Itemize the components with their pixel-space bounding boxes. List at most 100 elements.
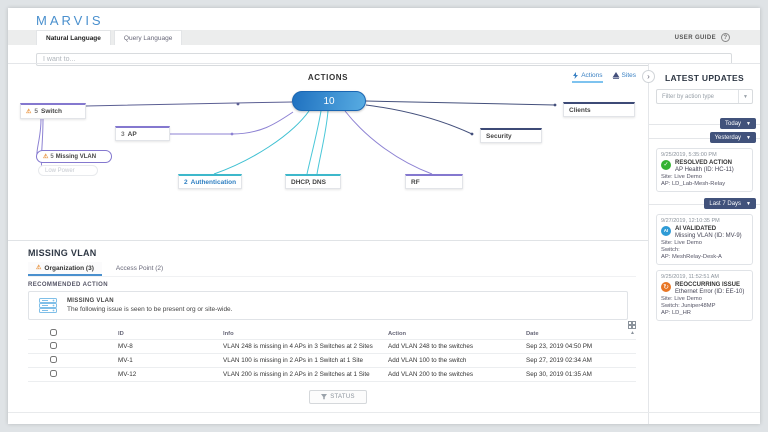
group-yesterday: Yesterday ▼ <box>649 132 760 143</box>
update-card-resolved[interactable]: 9/25/2019, 5:35:00 PM ✓ RESOLVED ACTION … <box>656 148 753 192</box>
tab-access-point[interactable]: Access Point (2) <box>108 262 171 276</box>
yesterday-label: Yesterday <box>714 134 742 141</box>
node-rf[interactable]: RF <box>405 174 463 189</box>
row-info: VLAN 200 is missing in 2 APs in 2 Switch… <box>223 371 370 378</box>
row-id: MV-12 <box>118 371 137 378</box>
toggle-sites-label: Sites <box>621 72 636 79</box>
tab-organization-label: Organization (3) <box>44 264 94 272</box>
chevron-down-icon: ▼ <box>746 120 751 127</box>
header-date: Date <box>526 330 539 337</box>
tab-access-point-label: Access Point (2) <box>115 264 164 272</box>
node-ap-label: AP <box>127 130 137 138</box>
search-input[interactable] <box>36 53 732 66</box>
update-card-ai-validated[interactable]: 9/27/2019, 12:10:35 PM AI AI VALIDATED M… <box>656 214 753 265</box>
grid-view-icon[interactable] <box>628 321 636 329</box>
last7days-button[interactable]: Last 7 Days ▼ <box>704 198 756 209</box>
tab-natural-language[interactable]: Natural Language <box>36 30 111 45</box>
view-toggle: Actions Sites <box>572 72 636 83</box>
help-icon[interactable]: ? <box>721 33 730 42</box>
node-switch[interactable]: ⚠ 5 Switch <box>20 103 86 119</box>
card-site: Site: Live Demo <box>661 174 702 180</box>
user-guide-link[interactable]: USER GUIDE ? <box>675 33 730 42</box>
node-security-label: Security <box>486 132 512 140</box>
chevron-down-icon: ▼ <box>746 134 751 141</box>
select-all-checkbox[interactable] <box>50 329 57 336</box>
sites-icon <box>612 72 620 79</box>
row-date: Sep 30, 2019 01:35 AM <box>526 371 592 378</box>
row-action: Add VLAN 248 to the switches <box>388 343 474 350</box>
collapse-panel-button[interactable]: › <box>642 70 655 83</box>
row-checkbox[interactable] <box>50 342 57 349</box>
tab-organization[interactable]: ⚠ Organization (3) <box>28 262 102 276</box>
refresh-icon: ↻ <box>661 282 671 292</box>
row-date: Sep 27, 2019 02:34 AM <box>526 357 592 364</box>
chevron-down-icon[interactable]: ▼ <box>738 90 752 103</box>
card-site: Site: Live Demo <box>661 240 702 246</box>
recommended-action-label: RECOMMENDED ACTION <box>28 282 108 288</box>
update-card-reoccurring[interactable]: 9/25/2019, 11:52:51 AM ↻ REOCCURRING ISS… <box>656 270 753 321</box>
card-ap: AP: LD_Lab-Mesh-Relay <box>661 181 726 187</box>
row-action: Add VLAN 100 to the switch <box>388 357 467 364</box>
card-timestamp: 9/25/2019, 11:52:51 AM <box>661 274 719 280</box>
row-id: MV-8 <box>118 343 133 350</box>
yesterday-button[interactable]: Yesterday ▼ <box>709 132 756 143</box>
header-action: Action <box>388 330 407 337</box>
node-clients[interactable]: Clients <box>563 102 635 117</box>
user-guide-label: USER GUIDE <box>674 34 716 41</box>
search-bar <box>36 48 732 66</box>
last7days-label: Last 7 Days <box>709 200 742 207</box>
actions-count-node[interactable]: 10 <box>292 91 366 111</box>
card-site: Site: Live Demo <box>661 296 702 302</box>
issue-description: The following issue is seen to be presen… <box>67 306 233 313</box>
header-divider <box>8 63 760 64</box>
row-info: VLAN 248 is missing in 4 APs in 3 Switch… <box>223 343 373 350</box>
row-checkbox[interactable] <box>50 356 57 363</box>
card-type: AI VALIDATED <box>675 226 717 232</box>
node-rf-label: RF <box>411 178 420 186</box>
sort-caret-icon[interactable]: ▲ <box>630 330 635 336</box>
node-low-power-label: Low Power <box>45 167 75 174</box>
warning-icon: ⚠ <box>26 108 32 115</box>
row-checkbox[interactable] <box>50 370 57 377</box>
diagram-title: ACTIONS <box>307 73 349 82</box>
row-action: Add VLAN 200 to the switches <box>388 371 474 378</box>
toggle-sites[interactable]: Sites <box>612 72 636 81</box>
app-canvas: MARVIS Natural Language Query Language U… <box>8 8 760 424</box>
ai-icon: AI <box>661 226 671 236</box>
today-button[interactable]: Today ▼ <box>720 118 756 129</box>
header-id: ID <box>118 330 124 337</box>
switch-stack-icon <box>39 298 57 313</box>
node-dhcp-dns-label: DHCP, DNS <box>291 178 326 186</box>
card-switch: Switch: <box>661 247 680 253</box>
card-ap: AP: MeshRelay-Desk-A <box>661 254 722 260</box>
card-title: Missing VLAN (ID: MV-9) <box>675 233 742 239</box>
toggle-actions-label: Actions <box>581 72 603 79</box>
toggle-actions[interactable]: Actions <box>572 72 603 83</box>
node-security[interactable]: Security <box>480 128 542 143</box>
header-info: Info <box>223 330 234 337</box>
action-type-filter[interactable]: Filter by action type ▼ <box>656 89 753 104</box>
node-missing-vlan-label: Missing VLAN <box>55 153 97 160</box>
card-type: REOCCURRING ISSUE <box>675 282 741 288</box>
table-row[interactable]: MV-1 VLAN 100 is missing in 2 APs in 1 S… <box>28 354 636 368</box>
actions-topology: ACTIONS Actions Sites 10 ⚠ 5 Switch 3 <box>8 64 648 240</box>
tab-query-language[interactable]: Query Language <box>113 30 183 45</box>
node-missing-vlan-count: 5 <box>50 153 54 160</box>
issue-title: MISSING VLAN <box>67 298 114 304</box>
node-ap[interactable]: 3 AP <box>115 126 170 141</box>
issue-summary-box: MISSING VLAN The following issue is seen… <box>28 291 628 320</box>
table-row[interactable]: MV-8 VLAN 248 is missing in 4 APs in 3 S… <box>28 340 636 354</box>
card-switch: Switch: Juniper48MP <box>661 303 716 309</box>
language-tabs: Natural Language Query Language <box>8 30 760 45</box>
node-missing-vlan[interactable]: ⚠ 5 Missing VLAN <box>36 150 112 163</box>
node-dhcp-dns[interactable]: DHCP, DNS <box>285 174 341 189</box>
vlan-table: ID Info Action Date ▲ MV-8 VLAN 248 is m… <box>28 321 636 382</box>
node-low-power[interactable]: Low Power <box>38 165 98 176</box>
status-button[interactable]: STATUS <box>309 390 367 404</box>
table-row[interactable]: MV-12 VLAN 200 is missing in 2 APs in 2 … <box>28 368 636 382</box>
latest-updates-title: LATEST UPDATES <box>665 73 744 83</box>
node-authentication[interactable]: 2 Authentication <box>178 174 242 189</box>
panel-title: MISSING VLAN <box>28 248 97 258</box>
card-ap: AP: LD_HR <box>661 310 691 316</box>
